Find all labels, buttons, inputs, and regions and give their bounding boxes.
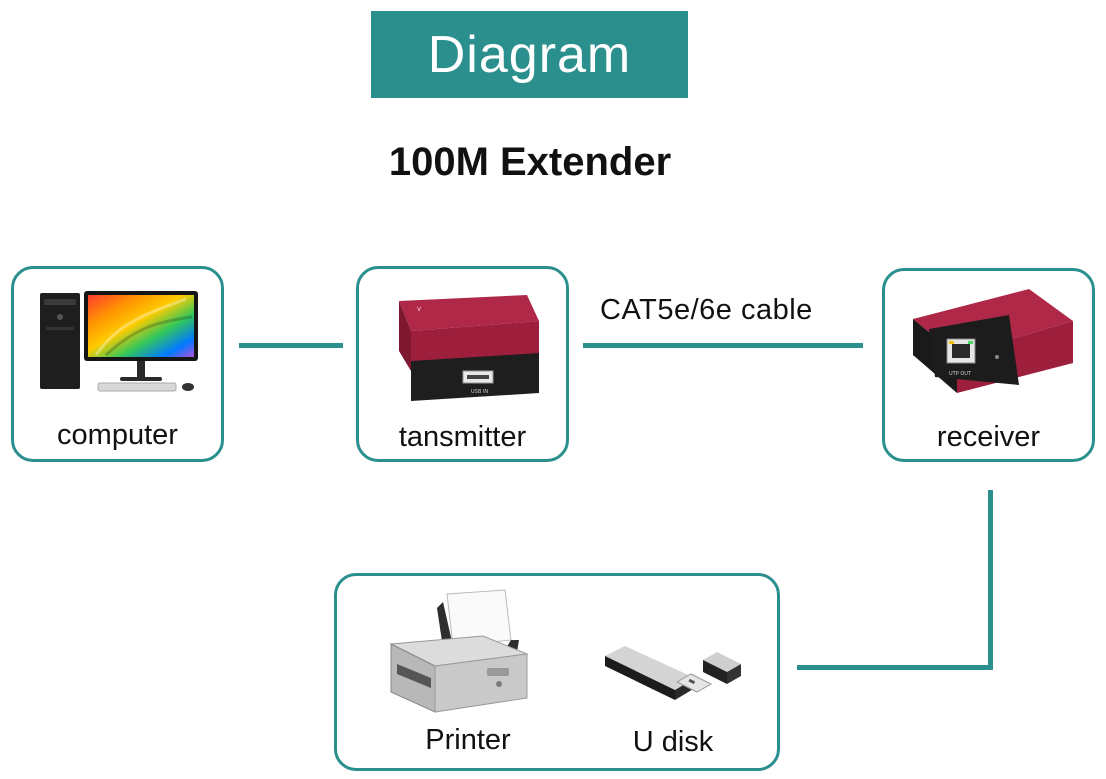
- transmitter-label: tansmitter: [398, 421, 527, 453]
- transmitter-receiver-line: [583, 343, 863, 348]
- printer-label: Printer: [425, 724, 511, 756]
- computer-transmitter-line: [239, 343, 343, 348]
- usb-extender-transmitter-icon: USB IN V: [399, 295, 539, 401]
- diagram-banner: Diagram: [371, 11, 688, 98]
- devices-connector-line: [797, 665, 993, 670]
- computer-node: computer: [11, 266, 224, 462]
- udisk-label: U disk: [632, 726, 714, 758]
- cable-label: CAT5e/6e cable: [600, 294, 813, 326]
- desktop-computer-icon: [40, 291, 198, 392]
- usb-extender-receiver-icon: UTP OUT: [913, 289, 1073, 393]
- svg-text:V: V: [417, 306, 422, 313]
- receiver-down-line: [988, 490, 993, 670]
- diagram-subtitle: 100M Extender: [388, 140, 672, 184]
- usb-flash-drive-icon: [605, 646, 741, 700]
- svg-text:USB IN: USB IN: [471, 389, 488, 395]
- svg-text:UTP OUT: UTP OUT: [949, 371, 972, 377]
- printer-icon: [389, 589, 529, 713]
- receiver-node: UTP OUT receiver: [882, 268, 1095, 462]
- transmitter-node: USB IN V tansmitter: [356, 266, 569, 462]
- computer-label: computer: [57, 419, 178, 451]
- devices-node: Printer U disk: [334, 573, 780, 771]
- receiver-label: receiver: [936, 421, 1041, 453]
